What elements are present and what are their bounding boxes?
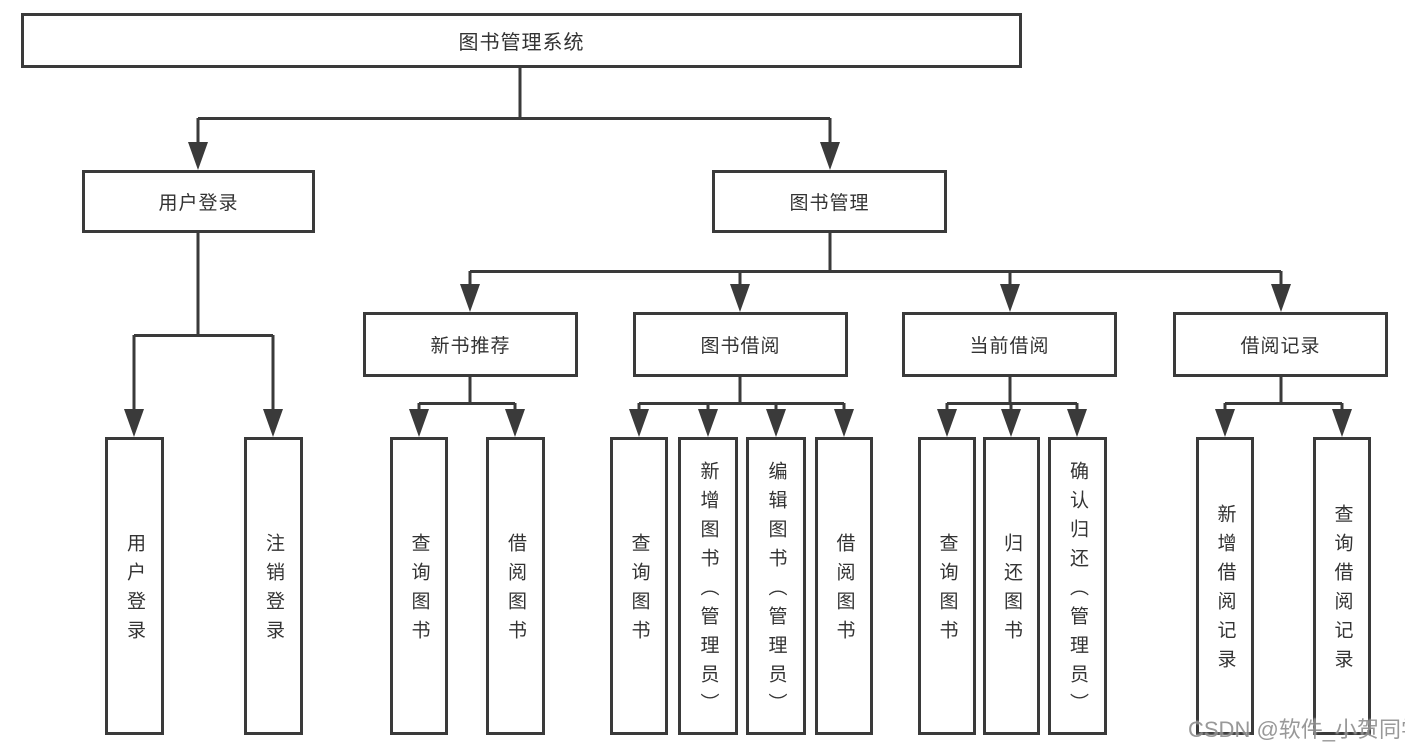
leaf-label: 注销登录	[263, 533, 284, 649]
leaf-add-borrow-record: 新增借阅记录	[1196, 437, 1254, 735]
leaf-user-login: 用户登录	[105, 437, 164, 735]
leaf-label: 编辑图书（管理员）	[765, 460, 787, 722]
leaf-add-book-admin: 新增图书（管理员）	[678, 437, 738, 735]
node-label: 用户登录	[158, 193, 239, 214]
node-library-system: 图书管理系统	[21, 13, 1022, 68]
node-label: 图书管理	[789, 193, 870, 214]
node-new-book-recommend: 新书推荐	[363, 312, 578, 377]
leaf-label: 归还图书	[1001, 533, 1022, 649]
node-user-login: 用户登录	[82, 170, 315, 233]
leaf-label: 查询图书	[408, 533, 430, 649]
leaf-label: 查询借阅记录	[1331, 504, 1353, 678]
leaf-label: 借阅图书	[833, 533, 855, 649]
leaf-query-books-current: 查询图书	[918, 437, 976, 735]
csdn-watermark: CSDN @软件_小贺同学	[1188, 717, 1405, 742]
leaf-query-borrow-record: 查询借阅记录	[1313, 437, 1371, 735]
node-label: 图书管理系统	[458, 32, 585, 54]
node-label: 新书推荐	[430, 336, 511, 357]
leaf-query-books-borrowing: 查询图书	[610, 437, 668, 735]
node-label: 借阅记录	[1240, 336, 1321, 357]
leaf-label: 查询图书	[936, 533, 958, 649]
node-label: 当前借阅	[969, 336, 1050, 357]
node-book-borrowing: 图书借阅	[633, 312, 848, 377]
leaf-edit-book-admin: 编辑图书（管理员）	[746, 437, 806, 735]
leaf-query-books-recommend: 查询图书	[390, 437, 448, 735]
leaf-label: 确认归还（管理员）	[1067, 460, 1088, 722]
leaf-confirm-return-admin: 确认归还（管理员）	[1048, 437, 1107, 735]
node-current-borrowing: 当前借阅	[902, 312, 1117, 377]
node-label: 图书借阅	[700, 336, 781, 357]
node-borrowing-records: 借阅记录	[1173, 312, 1388, 377]
leaf-label: 用户登录	[124, 533, 145, 649]
node-book-management: 图书管理	[712, 170, 947, 233]
leaf-borrow-books-borrowing: 借阅图书	[815, 437, 873, 735]
leaf-label: 查询图书	[628, 533, 650, 649]
leaf-label: 新增图书（管理员）	[697, 460, 719, 722]
leaf-borrow-books-recommend: 借阅图书	[486, 437, 545, 735]
leaf-logout: 注销登录	[244, 437, 303, 735]
leaf-return-books: 归还图书	[983, 437, 1040, 735]
leaf-label: 新增借阅记录	[1214, 504, 1236, 678]
leaf-label: 借阅图书	[505, 533, 526, 649]
